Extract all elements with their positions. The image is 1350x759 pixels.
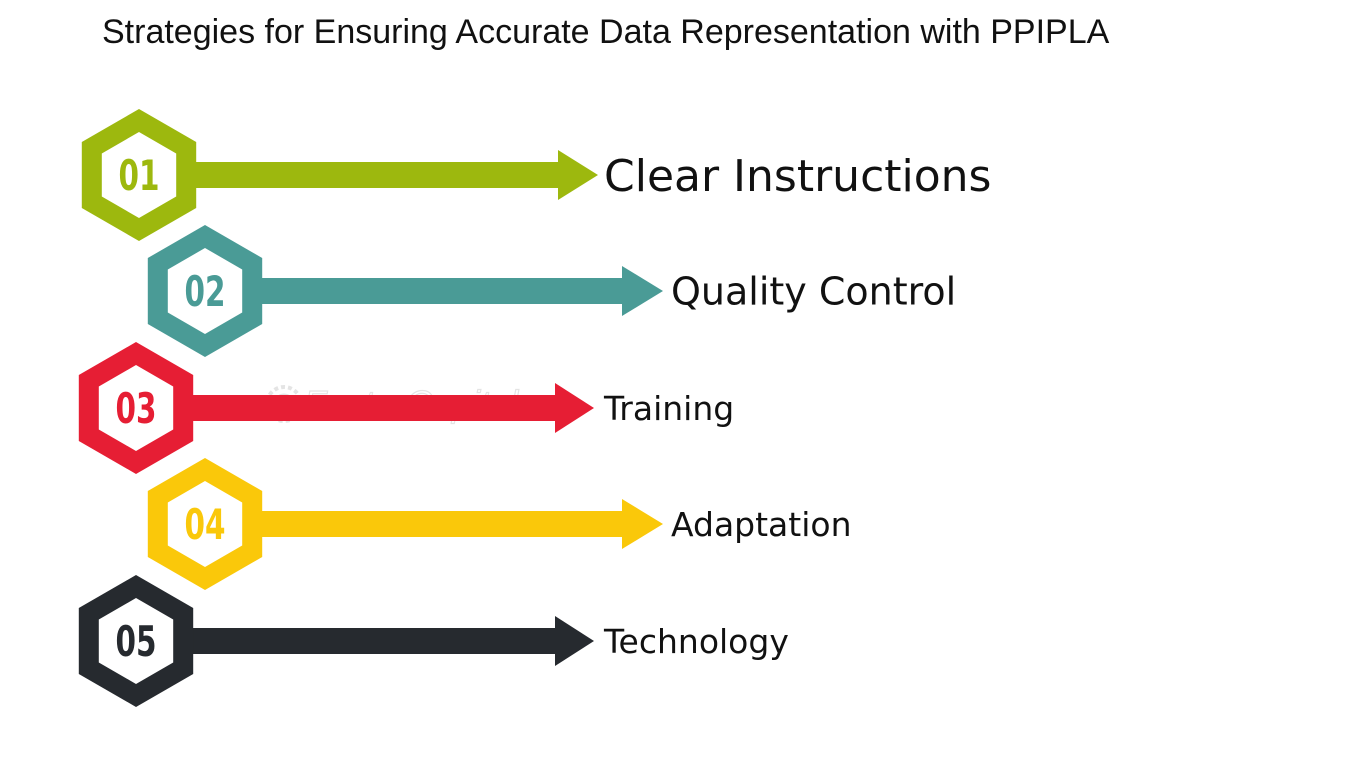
arrow-shaft (205, 511, 623, 537)
arrow-shaft (136, 628, 556, 654)
step-01: 01 Clear Instructions (81, 109, 991, 241)
hexagon-inner (98, 598, 174, 684)
step-02: 02 Quality Control (147, 225, 956, 357)
arrow-shaft (205, 278, 623, 304)
step-arrow (139, 150, 598, 200)
step-05: 05 Technology (78, 575, 789, 707)
arrow-head (555, 383, 594, 433)
step-number: 01 (118, 151, 159, 200)
step-number: 02 (184, 267, 225, 316)
step-label: Technology (603, 622, 789, 661)
step-arrow (205, 499, 663, 549)
step-number: 03 (115, 384, 156, 433)
hexagon-badge: 02 (147, 225, 263, 357)
step-label: Adaptation (671, 505, 852, 544)
step-label: Quality Control (671, 270, 956, 314)
step-arrow (136, 616, 594, 666)
hexagon-badge: 01 (81, 109, 197, 241)
hexagon-inner (98, 365, 174, 451)
arrow-head (622, 266, 663, 316)
step-arrow (136, 383, 594, 433)
page-title: Strategies for Ensuring Accurate Data Re… (102, 13, 1110, 51)
hexagon-badge: 05 (78, 575, 194, 707)
hexagon-badge: 04 (147, 458, 263, 590)
arrow-shaft (136, 395, 556, 421)
arrow-shaft (139, 162, 559, 188)
step-number: 05 (115, 617, 156, 666)
step-number: 04 (184, 500, 225, 549)
arrow-head (622, 499, 663, 549)
hexagon-inner (101, 132, 177, 218)
step-arrow (205, 266, 663, 316)
arrow-head (558, 150, 598, 200)
step-04: 04 Adaptation (147, 458, 852, 590)
hexagon-inner (167, 248, 243, 334)
step-03: 03 Training (78, 342, 734, 474)
hexagon-badge: 03 (78, 342, 194, 474)
hexagon-inner (167, 481, 243, 567)
step-label: Training (603, 389, 734, 428)
step-label: Clear Instructions (604, 151, 991, 202)
arrow-head (555, 616, 594, 666)
